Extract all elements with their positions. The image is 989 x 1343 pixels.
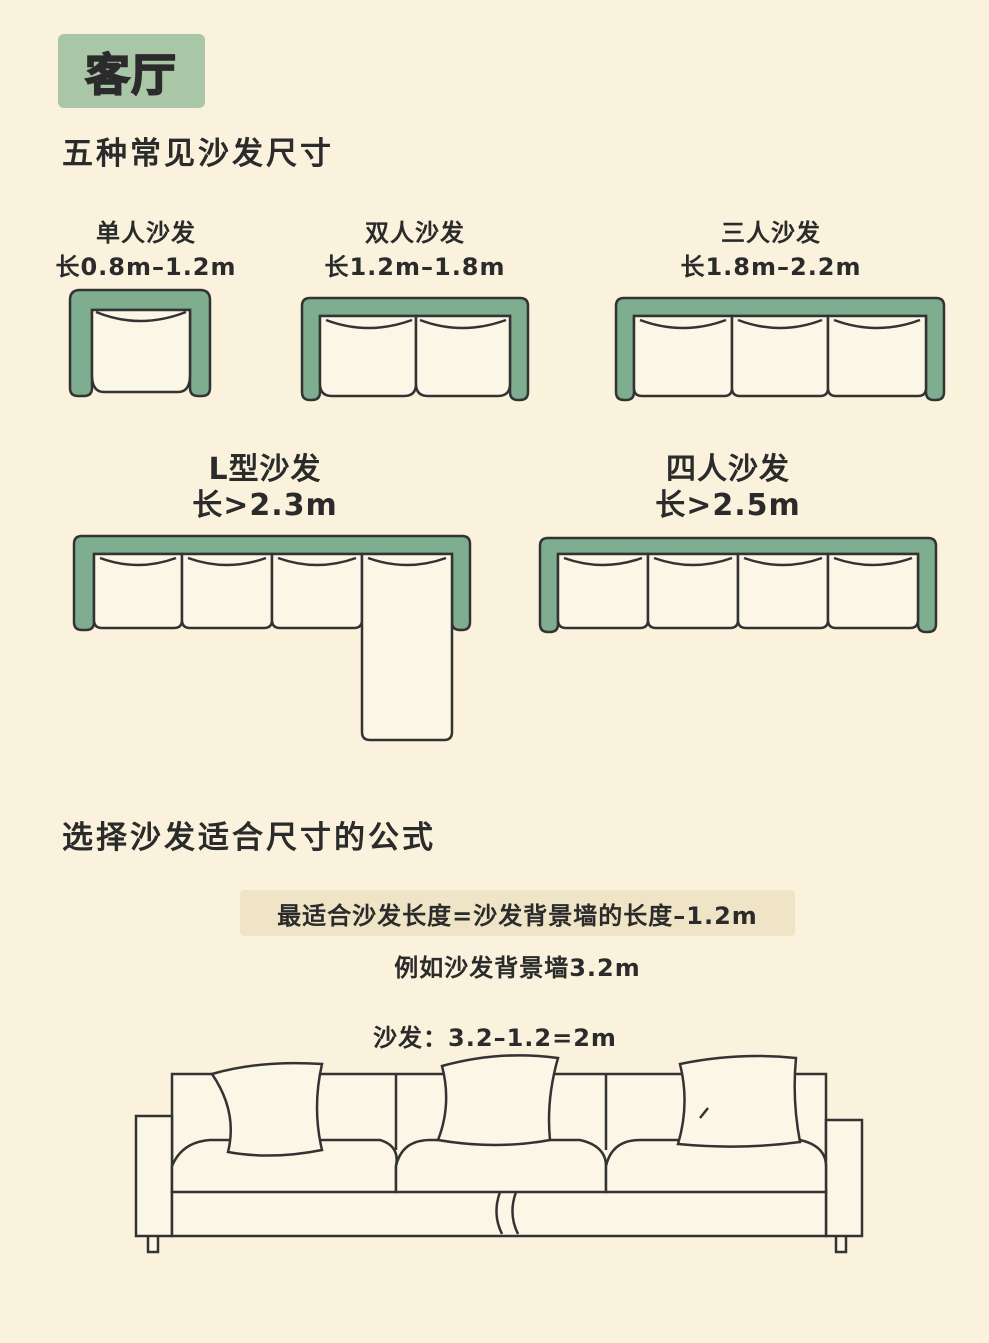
double-sofa-label: 双人沙发长1.2m–1.8m [324, 219, 506, 281]
heading-common-sizes: 五种常见沙发尺寸 [62, 136, 334, 172]
quad-sofa-label: 四人沙发长>2.5m [655, 452, 801, 523]
formula-example: 例如沙发背景墙3.2m [394, 954, 641, 982]
formula-rule: 最适合沙发长度=沙发背景墙的长度–1.2m [277, 902, 758, 930]
heading-formula: 选择沙发适合尺寸的公式 [62, 820, 436, 856]
formula-calc: 沙发：3.2–1.2=2m [373, 1024, 617, 1052]
single-sofa-label: 单人沙发长0.8m–1.2m [55, 219, 237, 281]
triple-sofa-label: 三人沙发长1.8m–2.2m [680, 219, 862, 281]
section-badge: 客厅 [58, 34, 205, 108]
formula-highlight [240, 890, 795, 936]
l-sofa-label: L型沙发长>2.3m [192, 452, 338, 523]
